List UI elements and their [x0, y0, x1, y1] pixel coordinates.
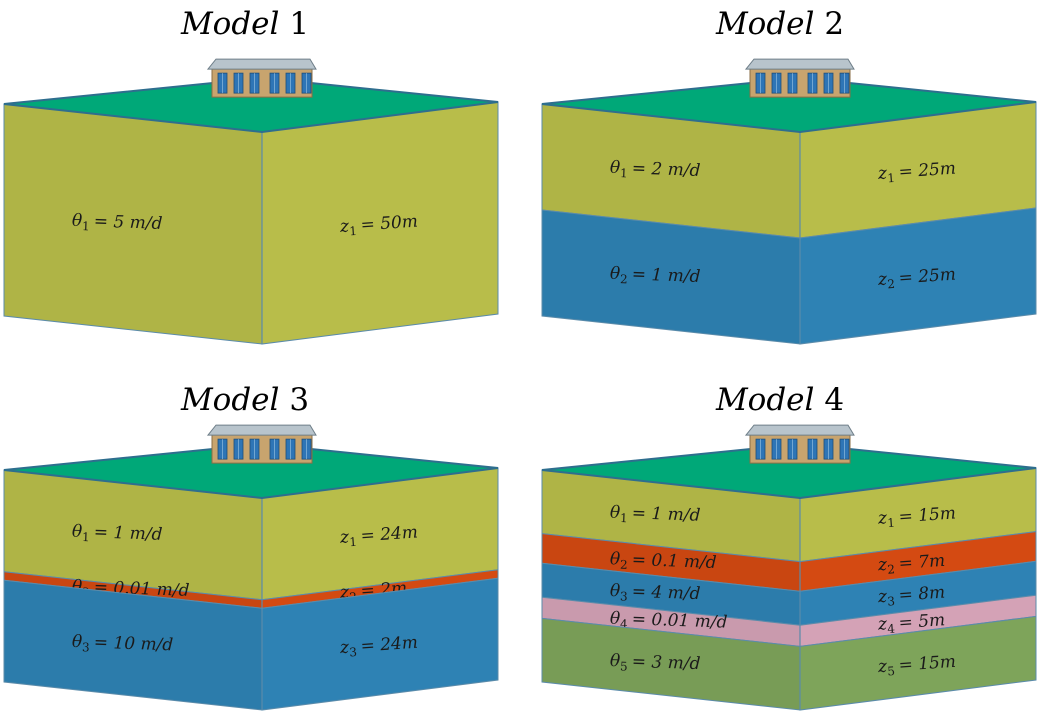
- theta-label: θ3= 10 m/d: [72, 632, 174, 658]
- building-roof: [744, 58, 855, 70]
- ground-surface: [3, 76, 499, 134]
- theta-label: θ1= 2 m/d: [610, 158, 701, 183]
- building-roof: [744, 424, 855, 436]
- soil-layer-2: θ2= 1 m/d z2= 25m: [541, 207, 1037, 345]
- z-label: z2= 7m: [876, 551, 946, 578]
- soil-layer-1: θ1= 5 m/d z1= 50m: [3, 101, 499, 345]
- z-label: z4= 5m: [876, 610, 946, 637]
- theta-label: θ5= 3 m/d: [610, 651, 701, 676]
- model-title: Model 4: [715, 382, 844, 418]
- z-label: z1= 24m: [338, 522, 418, 549]
- building-icon: [206, 58, 317, 98]
- building-roof: [206, 58, 317, 70]
- model-4: Model 4 θ1= 1 m/d z1= 15m θ2= 0.1 m/d z2= 7m…: [541, 382, 1037, 711]
- z-label: z2= 25m: [876, 265, 956, 292]
- building-icon: [744, 58, 855, 98]
- building-roof: [206, 424, 317, 436]
- z-label: z5= 15m: [876, 652, 956, 679]
- model-3: Model 3θ1= 1 m/dz1= 24mθ2= 0.01 m/dz2= 2…: [3, 382, 499, 711]
- model-1: Model 1 θ1= 5 m/d z1= 50m: [3, 6, 499, 345]
- soil-layer-1: θ1= 1 m/d z1= 24m: [3, 467, 499, 601]
- model-title: Model 1: [180, 6, 309, 42]
- soil-layer-5: θ5= 3 m/d z5= 15m: [541, 615, 1037, 711]
- ground-surface: [541, 442, 1037, 500]
- model-2: Model 2 θ1= 2 m/d z1= 25m θ2= 1 m/d z2= 25m: [541, 6, 1037, 345]
- building-icon: [744, 424, 855, 464]
- z-label: z1= 15m: [876, 503, 956, 530]
- building-icon: [206, 424, 317, 464]
- z-label: z1= 25m: [876, 159, 956, 186]
- z-label: z3= 24m: [338, 633, 418, 660]
- theta-label: θ1= 5 m/d: [72, 211, 163, 236]
- ground-surface: [3, 442, 499, 500]
- z-label: z1= 50m: [338, 212, 418, 239]
- soil-layer-3: θ3= 4 m/d z3= 8m: [541, 560, 1037, 626]
- theta-label: θ3= 4 m/d: [610, 581, 701, 606]
- z-label: z3= 8m: [876, 583, 946, 610]
- theta-label: θ1= 1 m/d: [610, 503, 701, 528]
- ground-surface: [541, 76, 1037, 134]
- soil-layer-3: θ3= 10 m/d z3= 24m: [3, 577, 499, 711]
- model-title: Model 3: [180, 382, 309, 418]
- theta-label: θ1= 1 m/d: [72, 522, 163, 547]
- model-title: Model 2: [715, 6, 844, 42]
- theta-label: θ2= 0.1 m/d: [610, 549, 718, 575]
- theta-label: θ4= 0.01 m/d: [610, 609, 728, 635]
- theta-label: θ2= 1 m/d: [610, 264, 701, 289]
